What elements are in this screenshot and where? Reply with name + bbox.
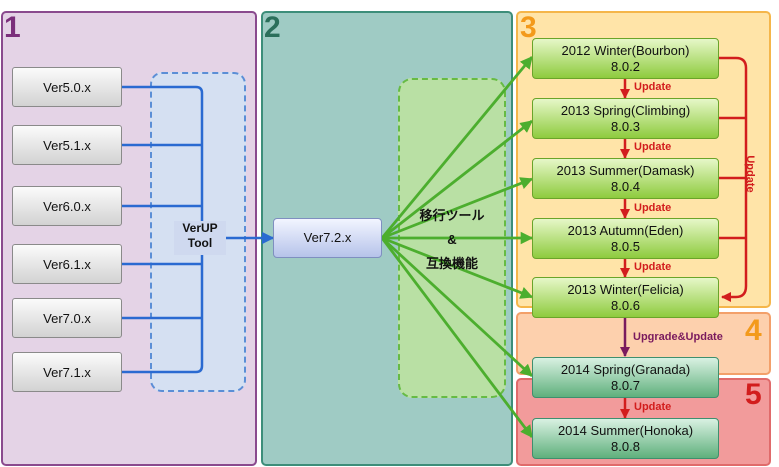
update-label: Update bbox=[634, 202, 672, 214]
release-name: 2012 Winter(Bourbon) bbox=[561, 42, 690, 58]
old-version-box: Ver6.1.x bbox=[12, 244, 122, 284]
release-box: 2014 Spring(Granada) 8.0.7 bbox=[532, 357, 719, 398]
hub-version-box: Ver7.2.x bbox=[273, 218, 382, 258]
migration-label: 移行ツール & 互換機能 bbox=[408, 204, 496, 276]
green-connectors bbox=[380, 56, 534, 439]
release-name: 2014 Summer(Honoka) bbox=[557, 422, 694, 438]
verup-tool-line1: VerUP bbox=[182, 221, 218, 235]
old-version-box: Ver7.1.x bbox=[12, 352, 122, 392]
release-version: 8.0.2 bbox=[611, 58, 640, 74]
release-version: 8.0.6 bbox=[611, 297, 640, 313]
release-box: 2014 Summer(Honoka) 8.0.8 bbox=[532, 418, 719, 459]
verup-tool-line2: Tool bbox=[187, 236, 213, 250]
migration-line2: & bbox=[447, 232, 457, 247]
update-label: Update bbox=[634, 81, 672, 93]
old-version-box: Ver6.0.x bbox=[12, 186, 122, 226]
migration-line3: 互換機能 bbox=[425, 256, 478, 271]
panel-number-1: 1 bbox=[4, 11, 21, 44]
release-box: 2012 Winter(Bourbon) 8.0.2 bbox=[532, 38, 719, 79]
migration-line1: 移行ツール bbox=[419, 208, 485, 223]
release-name: 2013 Summer(Damask) bbox=[556, 162, 695, 178]
release-box: 2013 Summer(Damask) 8.0.4 bbox=[532, 158, 719, 199]
release-box: 2013 Spring(Climbing) 8.0.3 bbox=[532, 98, 719, 139]
panel-number-2: 2 bbox=[264, 11, 281, 44]
release-name: 2013 Spring(Climbing) bbox=[560, 102, 691, 118]
old-version-box: Ver7.0.x bbox=[12, 298, 122, 338]
update-label: Update bbox=[634, 401, 672, 413]
release-name: 2013 Winter(Felicia) bbox=[567, 281, 684, 297]
update-label: Update bbox=[634, 261, 672, 273]
old-version-box: Ver5.1.x bbox=[12, 125, 122, 165]
release-version: 8.0.3 bbox=[611, 118, 640, 134]
release-version: 8.0.4 bbox=[611, 178, 640, 194]
upgrade-update-label: Upgrade&Update bbox=[633, 331, 723, 343]
panel-number-4: 4 bbox=[745, 314, 762, 347]
release-box: 2013 Winter(Felicia) 8.0.6 bbox=[532, 277, 719, 318]
release-version: 8.0.7 bbox=[611, 377, 640, 393]
release-box: 2013 Autumn(Eden) 8.0.5 bbox=[532, 218, 719, 259]
verup-tool-label: VerUP Tool bbox=[174, 221, 226, 255]
old-version-box: Ver5.0.x bbox=[12, 67, 122, 107]
panel-number-5: 5 bbox=[745, 378, 762, 411]
release-version: 8.0.8 bbox=[611, 438, 640, 454]
update-label: Update bbox=[634, 141, 672, 153]
release-version: 8.0.5 bbox=[611, 238, 640, 254]
update-vertical-label: Update bbox=[744, 155, 756, 193]
update-bracket bbox=[719, 56, 748, 302]
panel-number-3: 3 bbox=[520, 11, 537, 44]
release-name: 2014 Spring(Granada) bbox=[560, 361, 691, 377]
release-name: 2013 Autumn(Eden) bbox=[567, 222, 684, 238]
